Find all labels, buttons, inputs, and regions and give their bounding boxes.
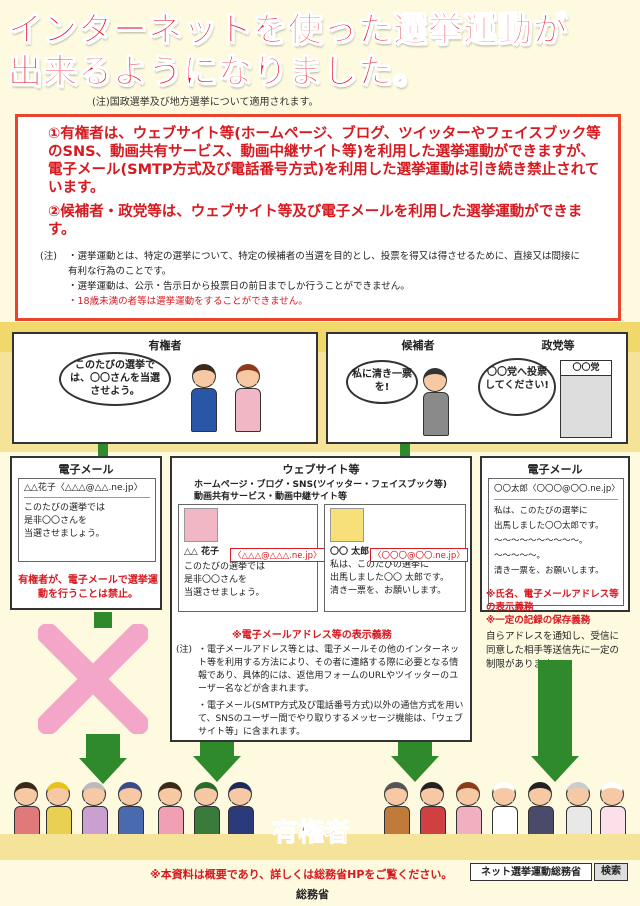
connector-left: [98, 444, 108, 456]
voter-email-prohibition: 有権者が、電子メールで選挙運動を行うことは禁止。: [18, 575, 158, 600]
voter-panel: 有権者 このたびの選挙では、〇〇さんを当選させよう。: [12, 332, 318, 444]
website-note-prefix: (注): [176, 645, 193, 655]
search-button[interactable]: 検索: [594, 863, 628, 881]
candidate-header: 候補者: [401, 339, 435, 352]
main-note-2: ・選挙運動は、公示・告示日から投票日の前日までしか行うことができません。: [68, 281, 410, 292]
website-panel: ウェブサイト等 ホームページ・ブログ・SNS(ツイッター・フェイスブック等) 動…: [170, 456, 472, 742]
party-building-icon: 〇〇党: [560, 360, 612, 438]
voter-web-name: △△ 花子: [184, 547, 219, 557]
connector-right: [400, 444, 410, 456]
arrow-right-head: [531, 756, 579, 782]
page-title-line2: 出来るようになりました。: [8, 52, 428, 93]
voter-web-line-3: 当選させましょう。: [184, 588, 265, 598]
voter-email-from: △△花子〈△△△@△△.ne.jp〉: [24, 482, 150, 498]
candidate-avatar: [330, 508, 364, 542]
party-header: 政党等: [541, 339, 575, 352]
voter-email-line-1: このたびの選挙では: [24, 503, 106, 513]
candidate-duty-1: ※氏名、電子メールアドレス等の表示義務: [486, 589, 619, 613]
candidate-web-line-2: 出馬しました〇〇 太郎です。: [330, 573, 449, 583]
candidate-web-address: 〈〇〇〇@〇〇.ne.jp〉: [370, 548, 468, 562]
ground-strip: [0, 834, 640, 860]
prohibited-cross-icon: [38, 624, 148, 734]
main-note-prefix: (注): [40, 251, 57, 262]
search-input[interactable]: ネット選挙運動総務省: [470, 863, 592, 881]
voter-web-line-2: 是非〇〇さんを: [184, 575, 248, 585]
arrow-right-stem: [538, 660, 572, 756]
candidate-email-line-1: 私は、このたびの選挙に: [494, 506, 588, 516]
website-obligation: ※電子メールアドレス等の表示義務: [232, 630, 392, 641]
voter-man-figure: [191, 364, 217, 432]
candidate-email-line-4: 〜〜〜〜〜。: [494, 551, 546, 561]
footnote: ※本資料は概要であり、詳しくは総務省HPをご覧ください。: [150, 868, 453, 881]
voter-email-panel: 電子メール △△花子〈△△△@△△.ne.jp〉 このたびの選挙では 是非〇〇さ…: [10, 456, 162, 610]
party-speech-bubble: 〇〇党へ投票してください!: [478, 358, 556, 416]
candidate-figure: [423, 368, 449, 436]
candidate-rule-text: ②候補者・政党等は、ウェブサイト等及び電子メールを利用した選挙運動ができます。: [48, 204, 583, 238]
ministry-name: 総務省: [296, 888, 329, 901]
voter-web-line-1: このたびの選挙では: [184, 562, 266, 572]
website-header: ウェブサイト等: [282, 463, 360, 476]
arrow-web2-stem: [398, 742, 432, 756]
voter-email-line-2: 是非〇〇さんを: [24, 516, 88, 526]
page-title-line1: インターネットを使った選挙運動が: [8, 10, 568, 51]
voter-web-address: 〈△△△@△△△.ne.jp〉: [230, 548, 325, 562]
voter-email-line-3: 当選させましょう。: [24, 529, 105, 539]
voter-speech-bubble: このたびの選挙では、〇〇さんを当選させよう。: [59, 352, 171, 406]
website-sub-2: 動画共有サービス・動画中継サイト等: [194, 492, 348, 502]
candidate-email-from: 〇〇太郎〈〇〇〇@〇〇.ne.jp〉: [494, 482, 620, 500]
arrow-web1-stem: [200, 742, 234, 756]
arrow-left-stem-top: [94, 612, 112, 628]
voter-email-window: △△花子〈△△△@△△.ne.jp〉 このたびの選挙では 是非〇〇さんを 当選さ…: [18, 478, 156, 562]
arrow-web2-head: [391, 756, 439, 782]
voter-web-body: このたびの選挙では 是非〇〇さんを 当選させましょう。: [184, 561, 312, 600]
party-building-sign: 〇〇党: [561, 361, 611, 376]
voter-rule-text: ①有権者は、ウェブサイト等(ホームページ、ブログ、ツイッターやフェイスブック等の…: [48, 126, 601, 196]
scope-note: (注)国政選挙及び地方選挙について適用されます。: [92, 97, 319, 108]
candidate-email-header: 電子メール: [527, 463, 583, 476]
candidate-duty-2: ※一定の記録の保存義務: [486, 615, 591, 626]
website-sub-1: ホームページ・ブログ・SNS(ツイッター・フェイスブック等): [194, 480, 448, 490]
main-note-1: ・選挙運動とは、特定の選挙について、特定の候補者の当選を目的とし、投票を得又は得…: [68, 251, 580, 277]
voter-email-header: 電子メール: [58, 463, 114, 476]
arrow-left-head: [79, 758, 127, 784]
candidate-speech-bubble: 私に清き一票を!: [346, 360, 418, 404]
voter-avatar: [184, 508, 218, 542]
voter-panel-header: 有権者: [148, 339, 182, 352]
candidate-email-line-5: 清き一票を、お願いします。: [494, 566, 604, 576]
arrow-left-stem: [86, 734, 120, 758]
website-note-1: ・電子メールアドレス等とは、電子メールその他のインターネット等を利用する方法によ…: [198, 645, 460, 694]
candidate-web-line-3: 清き一票を、お願いします。: [330, 586, 447, 596]
arrow-web1-head: [193, 756, 241, 782]
candidate-email-panel: 電子メール 〇〇太郎〈〇〇〇@〇〇.ne.jp〉 私は、このたびの選挙に 出馬し…: [480, 456, 630, 612]
voters-label: 有権者: [271, 818, 351, 849]
main-note-3: ・18歳未満の者等は選挙運動をすることができません。: [68, 296, 308, 307]
candidate-party-panel: 候補者 政党等 私に清き一票を! 〇〇党へ投票してください! 〇〇党: [326, 332, 628, 444]
website-note-2: ・電子メール(SMTP方式及び電話番号方式)以外の通信方式を用いて、SNSのユー…: [198, 701, 464, 737]
candidate-email-window: 〇〇太郎〈〇〇〇@〇〇.ne.jp〉 私は、このたびの選挙に 出馬しました〇〇太…: [488, 478, 624, 606]
candidate-email-line-3: 〜〜〜〜〜〜〜〜〜〜。: [494, 536, 588, 546]
candidate-email-line-2: 出馬しました〇〇太郎です。: [494, 521, 604, 531]
candidate-web-line-1: 私は、このたびの選挙に: [330, 560, 430, 570]
voter-woman-figure: [235, 364, 261, 432]
main-info-box: ①有権者は、ウェブサイト等(ホームページ、ブログ、ツイッターやフェイスブック等の…: [15, 114, 621, 321]
candidate-restriction: 自らアドレスを通知し、受信に同意した相手等送信先に一定の制限があります。: [486, 631, 620, 670]
candidate-web-name: 〇〇 太郎: [330, 547, 370, 557]
